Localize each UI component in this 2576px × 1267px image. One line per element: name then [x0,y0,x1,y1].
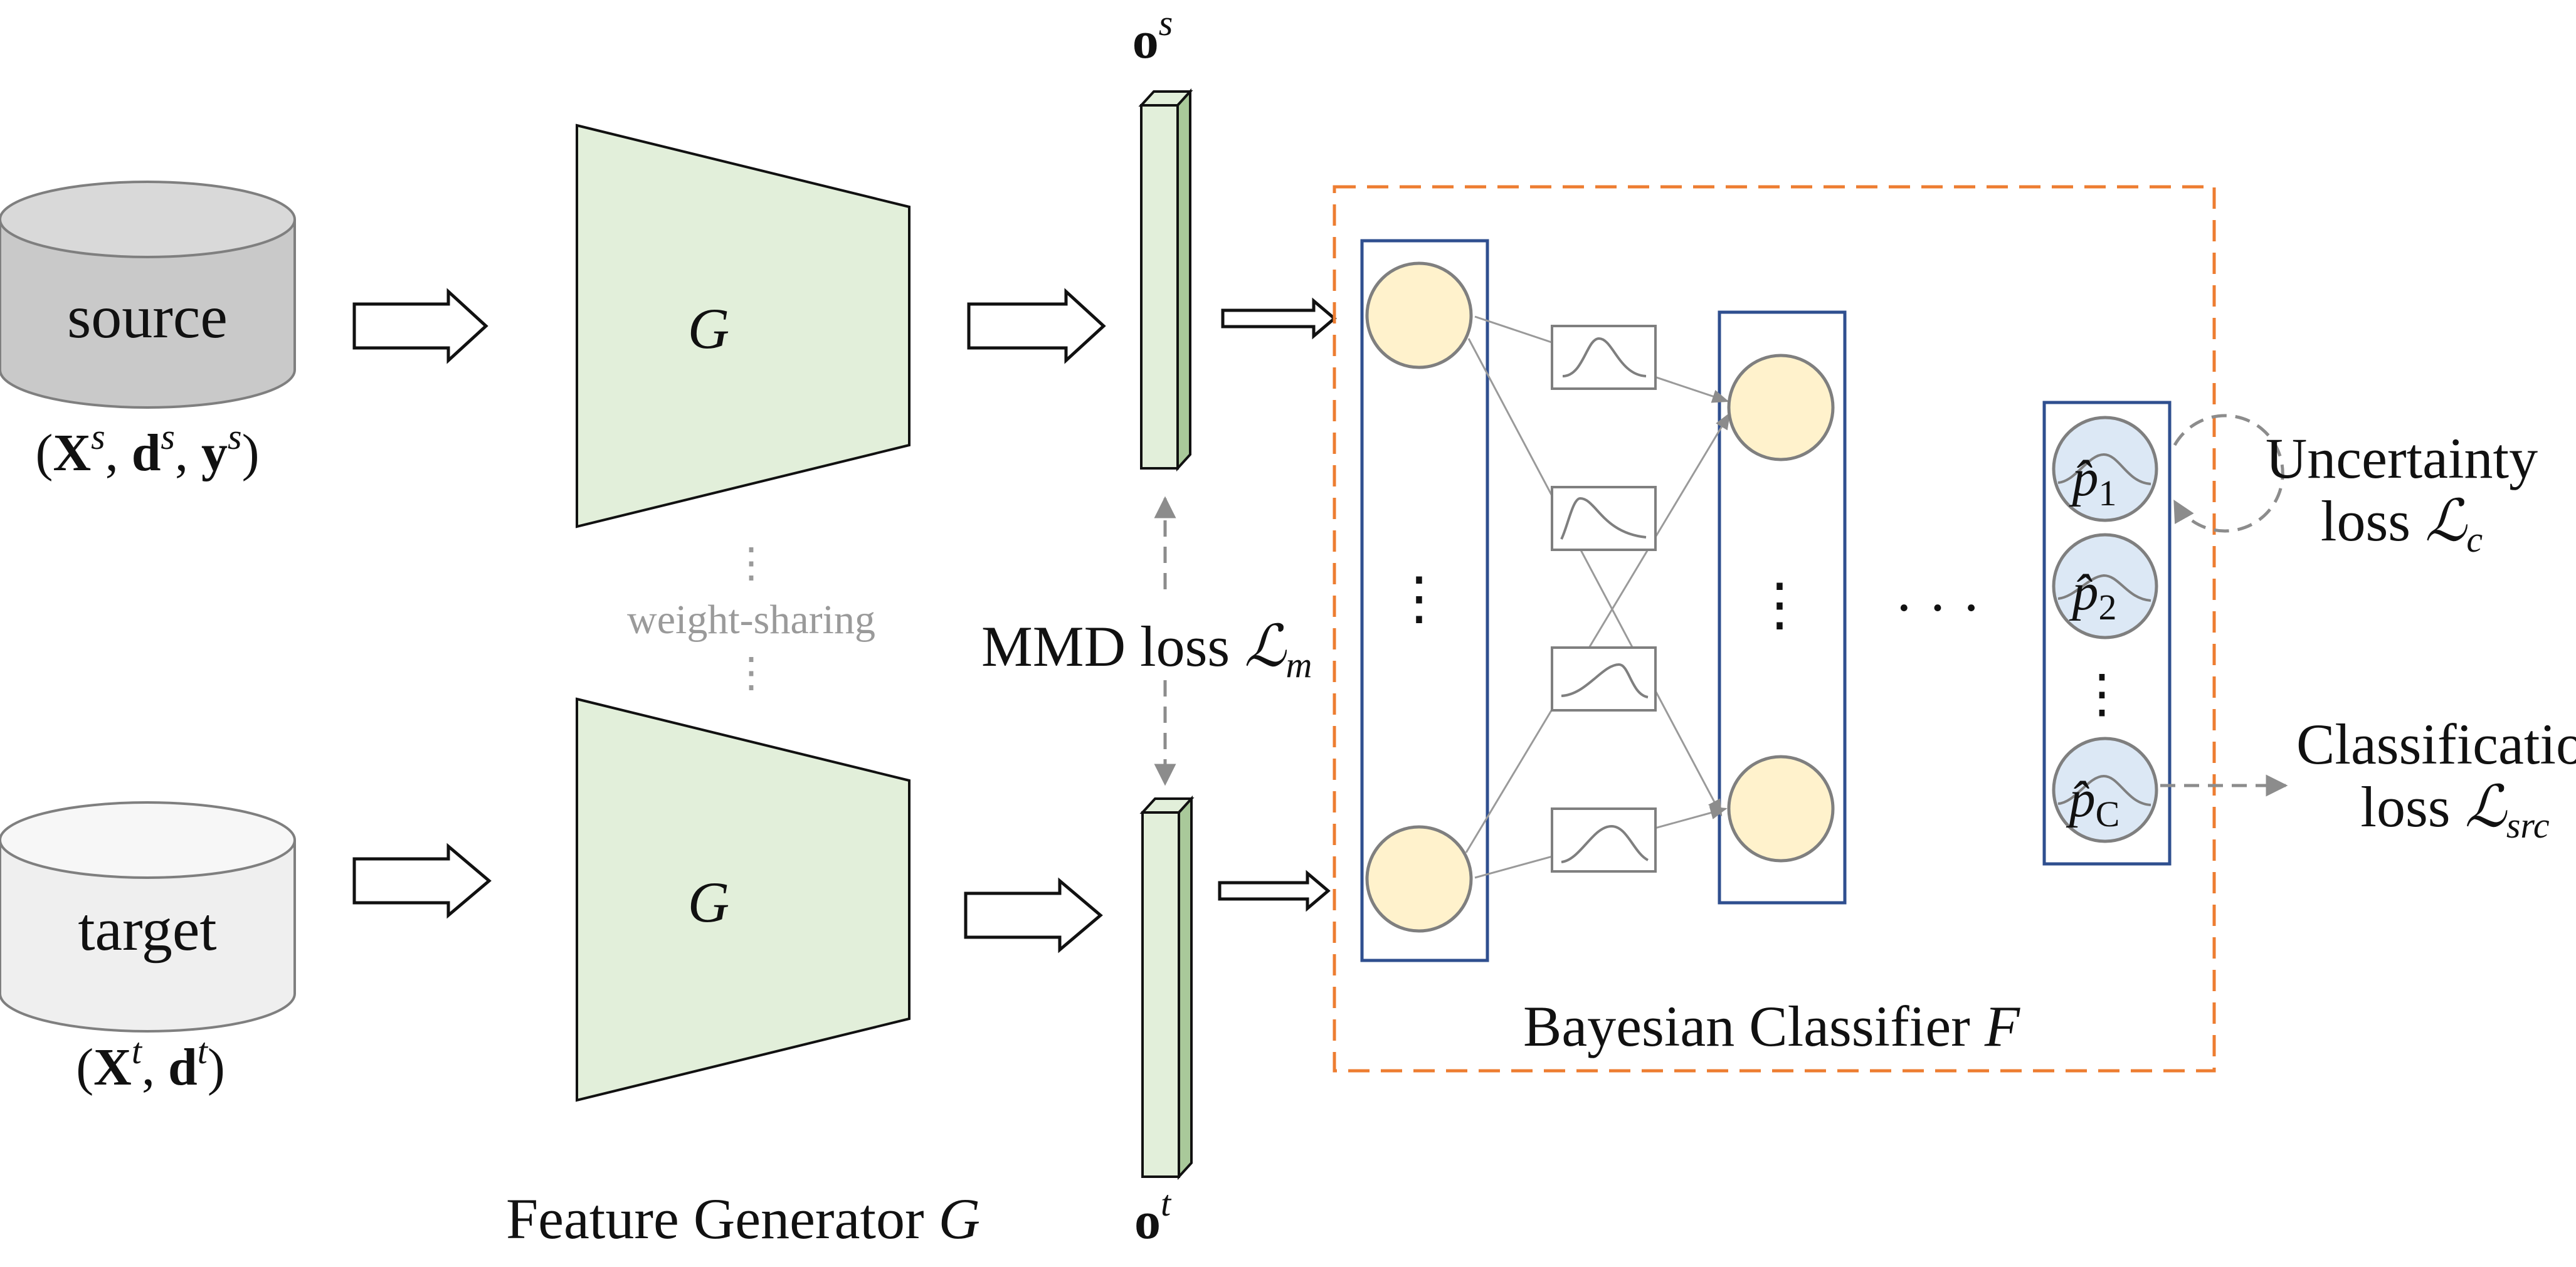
classification-loss-line2: loss ℒsrc [2360,775,2549,846]
classification-loss-line1: Classification [2296,712,2576,776]
target-generator-symbol: G [688,870,729,934]
hidden-neuron [1727,354,1835,461]
weight-sharing-dots-top: ⋮ [731,540,772,586]
weight-sharing-dots-bottom: ⋮ [731,650,772,696]
source-feature-to-classifier-arrow [1221,297,1337,340]
mmd-loss-label: MMD loss ℒm [981,614,1312,685]
target-feature-to-classifier-arrow [1218,870,1331,912]
bayesian-weight-connections [1465,315,1731,879]
source-input-tuple: (Xs, ds, ys) [35,416,259,482]
target-to-generator-arrow [352,843,492,919]
source-feature-label: os [1132,3,1173,70]
uncertainty-loss-loop-arrow [2173,414,2284,533]
source-database-label: source [67,283,228,351]
svg-text:p̂C: p̂C [2066,770,2120,834]
target-database-icon [0,801,296,1033]
uncertainty-loss-line1: Uncertainty [2266,426,2538,490]
hidden-neuron [1727,755,1835,863]
target-input-tuple: (Xt, dt) [76,1031,225,1096]
weight-distribution-icon [1551,807,1657,873]
weight-sharing-label: weight-sharing [627,597,875,643]
target-feature-vector [1139,795,1195,1180]
classifier-output-layer [2042,401,2172,866]
generator-to-source-feature-arrow [967,288,1106,364]
target-database-label: target [78,896,216,964]
source-feature-generator [576,124,911,528]
weight-distribution-icon [1551,325,1657,390]
input-layer-dots: ⋮ [1390,566,1448,630]
svg-text:p̂2: p̂2 [2069,563,2117,628]
input-neuron [1365,261,1473,369]
hidden-layer-dots: ⋮ [1751,572,1808,636]
target-feature-generator [576,697,911,1102]
classifier-input-layer [1360,239,1489,962]
bayesian-classifier-caption: Bayesian Classifier F [1523,994,2020,1058]
generator-to-target-feature-arrow [964,877,1103,954]
svg-text:p̂1: p̂1 [2069,449,2117,513]
source-to-generator-arrow [352,288,488,364]
uncertainty-loss-line2: loss ℒc [2321,489,2483,560]
source-generator-symbol: G [688,297,729,360]
feature-generator-caption: Feature Generator G [506,1187,980,1251]
between-layers-dots: · · · [1894,576,1981,639]
output-neuron-c: p̂C [2052,737,2158,843]
input-neuron [1365,825,1473,933]
target-feature-label: ot [1134,1183,1172,1250]
output-neuron-1: p̂1 [2052,416,2158,522]
classifier-hidden-layer [1718,310,1847,905]
bayesian-classifier-frame [1333,185,2216,1073]
source-feature-vector [1138,88,1193,472]
output-layer-dots: ⋮ [2076,665,2128,723]
output-neuron-2: p̂2 [2052,533,2158,639]
weight-distribution-icon [1551,646,1657,712]
weight-distribution-icon [1551,486,1657,551]
source-database-icon [0,181,296,409]
